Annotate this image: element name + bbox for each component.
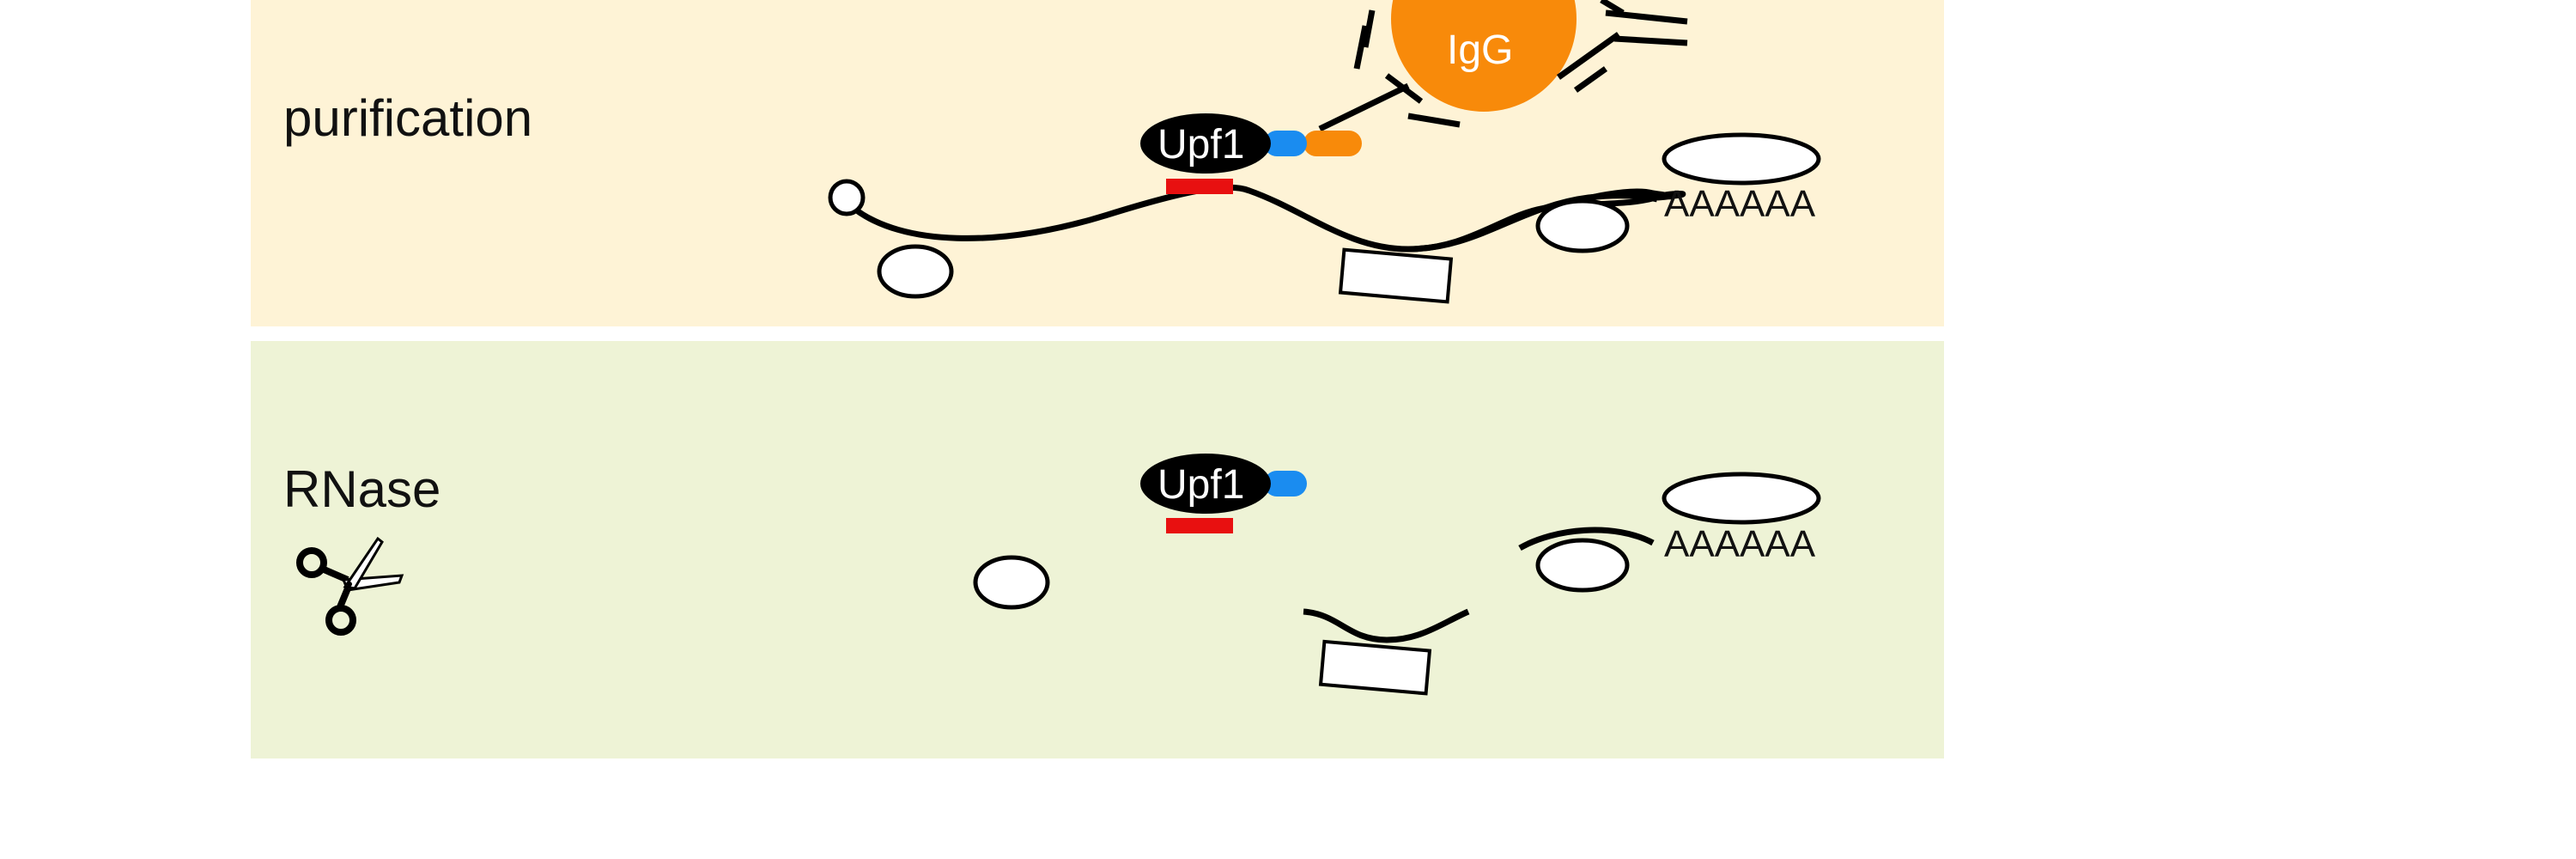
scissors-icon bbox=[296, 536, 404, 636]
scissors-blade-short bbox=[343, 536, 384, 590]
protein-a-tag bbox=[1303, 131, 1362, 156]
scissors-pivot bbox=[347, 582, 352, 587]
antibody-left-hinge bbox=[1362, 9, 1376, 48]
scissors-arm-bottom bbox=[336, 587, 351, 611]
upf1-binding-site bbox=[1166, 179, 1233, 194]
panel-rnase-label: RNase bbox=[283, 460, 440, 518]
protected-protein-rect bbox=[1318, 639, 1432, 696]
antibody-left-arm-2 bbox=[1384, 73, 1424, 104]
antibody-right-2 bbox=[1573, 66, 1608, 93]
igg-bead: IgG bbox=[1391, 0, 1577, 112]
panel-purification-background bbox=[251, 0, 1944, 326]
panel-purification-label: purification bbox=[283, 89, 532, 147]
upf1-label-rnase: Upf1 bbox=[1157, 462, 1244, 508]
antibody-left-stem bbox=[1318, 82, 1410, 132]
antibody-right-5 bbox=[1600, 0, 1625, 16]
antibody-left-arm-1 bbox=[1353, 25, 1369, 70]
poly-a-tail: AAAAAA bbox=[1664, 183, 1816, 225]
panel-rnase-background bbox=[251, 341, 1944, 758]
protected-protein-oval bbox=[1535, 538, 1630, 593]
igg-bead-circle bbox=[1391, 0, 1577, 112]
upf1-label: Upf1 bbox=[1157, 122, 1244, 168]
mrna-5prime-cap bbox=[828, 179, 866, 216]
upf1-protein bbox=[1140, 113, 1271, 174]
cbp-tag-rnase bbox=[1264, 471, 1307, 497]
rna-binding-protein-3 bbox=[1338, 247, 1454, 304]
rna-binding-protein-1 bbox=[877, 244, 954, 299]
pabp-protein-rnase bbox=[1662, 472, 1821, 525]
upf1-complex: Upf1 bbox=[1140, 113, 1362, 194]
upf1-binding-site-rnase bbox=[1166, 518, 1233, 533]
pabp-protein bbox=[1662, 132, 1821, 186]
scissors-handle-top bbox=[296, 547, 327, 578]
antibody-left-bar bbox=[1407, 113, 1461, 128]
poly-a-tail-rnase: AAAAAA bbox=[1664, 523, 1816, 565]
scissors-arm-top bbox=[320, 565, 349, 583]
antibody-right-1 bbox=[1556, 32, 1621, 80]
rna-binding-protein-2 bbox=[1535, 198, 1630, 253]
released-protein-1 bbox=[973, 555, 1050, 610]
panel-purification: purification IgG A bbox=[251, 0, 1944, 326]
upf1-protein-rnase bbox=[1140, 454, 1271, 514]
antibody-arms bbox=[1318, 0, 1688, 132]
rna-fragment-middle bbox=[1303, 608, 1470, 643]
cbp-tag bbox=[1264, 131, 1307, 156]
antibody-right-3 bbox=[1605, 9, 1688, 25]
rna-fragment-3prime bbox=[1518, 527, 1655, 551]
upf1-complex-rnase: Upf1 bbox=[1140, 454, 1307, 533]
panel-rnase: RNase Upf1 AAAAAA bbox=[251, 341, 1944, 758]
antibody-right-4 bbox=[1613, 35, 1688, 46]
igg-label: IgG bbox=[1447, 27, 1513, 73]
